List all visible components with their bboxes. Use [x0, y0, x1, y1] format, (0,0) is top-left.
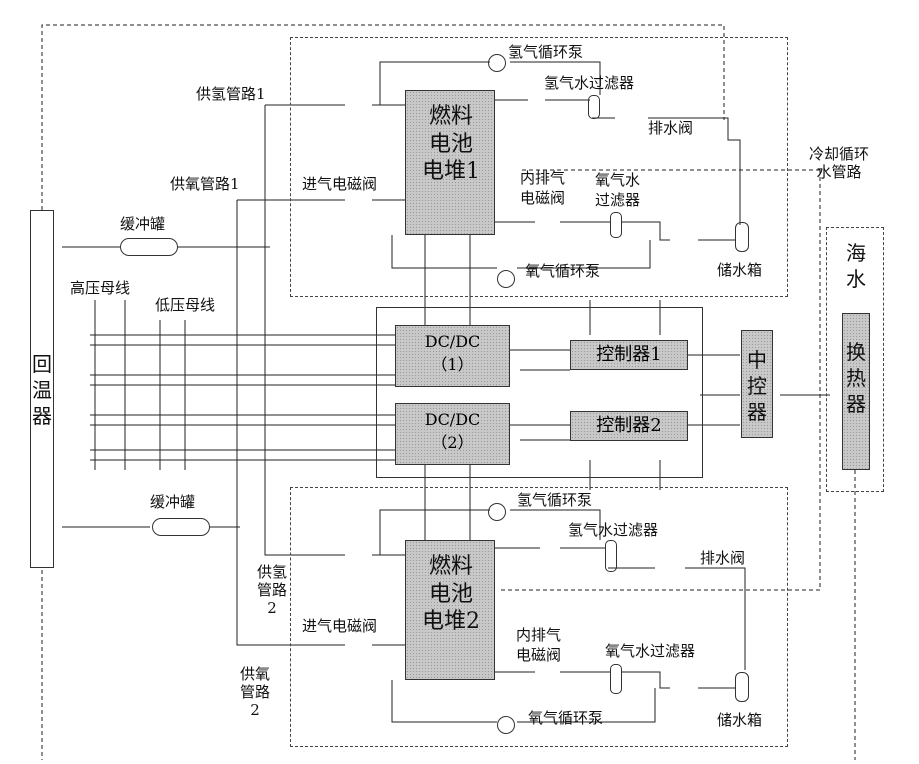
- h2-filter-1-label: 氢气水过滤器: [544, 75, 634, 92]
- o2-filter-1-line2: 过滤器: [595, 192, 640, 209]
- o2-pump-2-icon: [497, 716, 515, 734]
- h2-filter-1-icon: [588, 95, 600, 119]
- stack1-line1: 燃料: [406, 103, 496, 131]
- drain-valve-1-label: 排水阀: [648, 120, 693, 137]
- central-controller: 中控器: [741, 330, 773, 438]
- h2-pump-1-label: 氢气循环泵: [508, 44, 583, 61]
- stack1-enclosure: [290, 37, 788, 297]
- drain-valve-2-label: 排水阀: [700, 550, 745, 567]
- water-tank-1-icon: [735, 222, 749, 252]
- internal-vent-2-line1: 内排气: [516, 627, 561, 644]
- seawater-label: 海水: [845, 240, 867, 292]
- reheater: 回温器: [30, 210, 54, 568]
- internal-vent-1-line1: 内排气: [520, 170, 565, 187]
- controller-2-label: 控制器2: [596, 415, 661, 436]
- controller-1-label: 控制器1: [596, 344, 661, 365]
- buffer-tank-top-label: 缓冲罐: [120, 216, 165, 233]
- o2-supply-2-label: 供氧管路2: [240, 665, 270, 719]
- h2-supply-2-label: 供氢管路2: [257, 563, 287, 617]
- fuel-cell-stack-1: 燃料 电池 电堆1: [405, 90, 495, 235]
- water-tank-2-label: 储水箱: [717, 712, 762, 729]
- o2-supply-1-label: 供氧管路1: [170, 176, 240, 193]
- heat-exchanger: 换热器: [842, 313, 870, 470]
- o2-filter-2-label: 氧气水过滤器: [605, 643, 695, 660]
- internal-vent-1-line2: 电磁阀: [520, 190, 565, 207]
- o2-pump-1-icon: [497, 270, 515, 288]
- central-controller-label: 中控器: [746, 347, 768, 425]
- h2-pump-2-icon: [488, 503, 506, 521]
- stack2-line3: 电堆2: [406, 608, 496, 636]
- dcdc1-line2: （1）: [396, 351, 509, 375]
- stack2-line2: 电池: [406, 581, 496, 609]
- dcdc2-line2: （2）: [396, 429, 509, 453]
- buffer-tank-bottom-label: 缓冲罐: [150, 494, 195, 511]
- o2-pump-1-label: 氧气循环泵: [525, 263, 600, 280]
- h2-pump-1-icon: [488, 54, 506, 72]
- dcdc1-line1: DC/DC: [396, 332, 509, 351]
- fuel-cell-stack-2: 燃料 电池 电堆2: [405, 540, 495, 680]
- h2-pump-2-label: 氢气循环泵: [517, 492, 592, 509]
- high-voltage-bus-label: 高压母线: [70, 280, 130, 297]
- inlet-valve-2-label: 进气电磁阀: [302, 618, 377, 635]
- reheater-label: 回温器: [31, 351, 53, 429]
- o2-filter-1-icon: [610, 212, 622, 238]
- internal-vent-2-line2: 电磁阀: [516, 647, 561, 664]
- h2-filter-2-label: 氢气水过滤器: [568, 522, 658, 539]
- h2-filter-2-icon: [605, 540, 617, 572]
- controller-2: 控制器2: [570, 411, 688, 441]
- inlet-valve-1-label: 进气电磁阀: [302, 176, 377, 193]
- dcdc-converter-1: DC/DC （1）: [395, 325, 510, 387]
- stack2-label: 燃料 电池 电堆2: [406, 553, 496, 636]
- dcdc-converter-2: DC/DC （2）: [395, 403, 510, 465]
- o2-pump-2-label: 氧气循环泵: [528, 710, 603, 727]
- water-tank-1-label: 储水箱: [717, 262, 762, 279]
- stack1-label: 燃料 电池 电堆1: [406, 103, 496, 186]
- heat-exchanger-label: 换热器: [845, 339, 867, 417]
- dcdc2-line1: DC/DC: [396, 410, 509, 429]
- low-voltage-bus-label: 低压母线: [155, 297, 215, 314]
- coolant-loop-label: 冷却循环水管路: [808, 145, 870, 181]
- buffer-tank-top: [120, 238, 178, 256]
- controller-1: 控制器1: [570, 340, 688, 370]
- stack1-line3: 电堆1: [406, 158, 496, 186]
- o2-filter-1-line1: 氧气水: [595, 172, 640, 189]
- water-tank-2-icon: [735, 672, 749, 702]
- stack1-line2: 电池: [406, 131, 496, 159]
- o2-filter-2-icon: [610, 664, 622, 694]
- h2-supply-1-label: 供氢管路1: [196, 86, 266, 103]
- buffer-tank-bottom: [152, 518, 210, 536]
- stack2-line1: 燃料: [406, 553, 496, 581]
